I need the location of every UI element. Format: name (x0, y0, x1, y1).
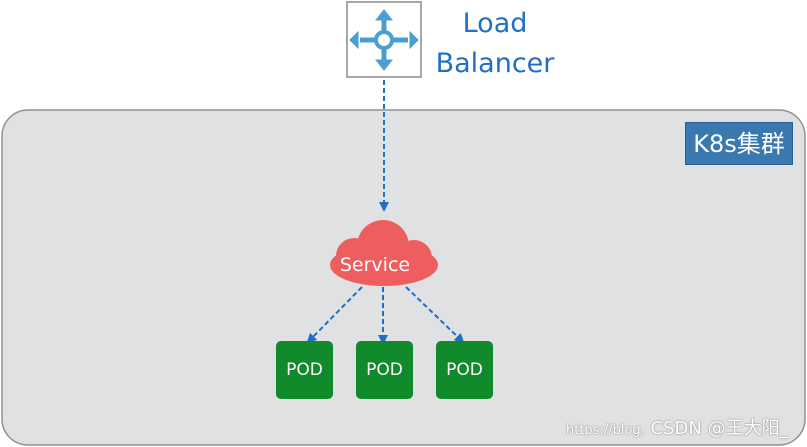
service-cloud (330, 220, 438, 286)
pod-2: POD (356, 341, 413, 399)
load-balancer-label-line1: Load (462, 8, 528, 39)
csdn-watermark: https://blog. CSDN @王大阳_ (566, 414, 789, 440)
load-balancer-node (346, 1, 422, 78)
load-balancer-icon (349, 9, 419, 71)
service-label: Service (340, 254, 410, 276)
service-to-pod-3-arrow (405, 286, 465, 344)
watermark-text: CSDN @王大阳_ (650, 418, 789, 439)
k8s-cluster-label: K8s集群 (685, 122, 793, 165)
pod-3: POD (436, 341, 493, 399)
load-balancer-label: Load Balancer (420, 4, 570, 84)
load-balancer-label-line2: Balancer (435, 48, 555, 79)
pod-1: POD (276, 341, 333, 399)
watermark-url: https://blog. (566, 423, 645, 438)
service-to-pod-1-arrow (306, 286, 363, 344)
